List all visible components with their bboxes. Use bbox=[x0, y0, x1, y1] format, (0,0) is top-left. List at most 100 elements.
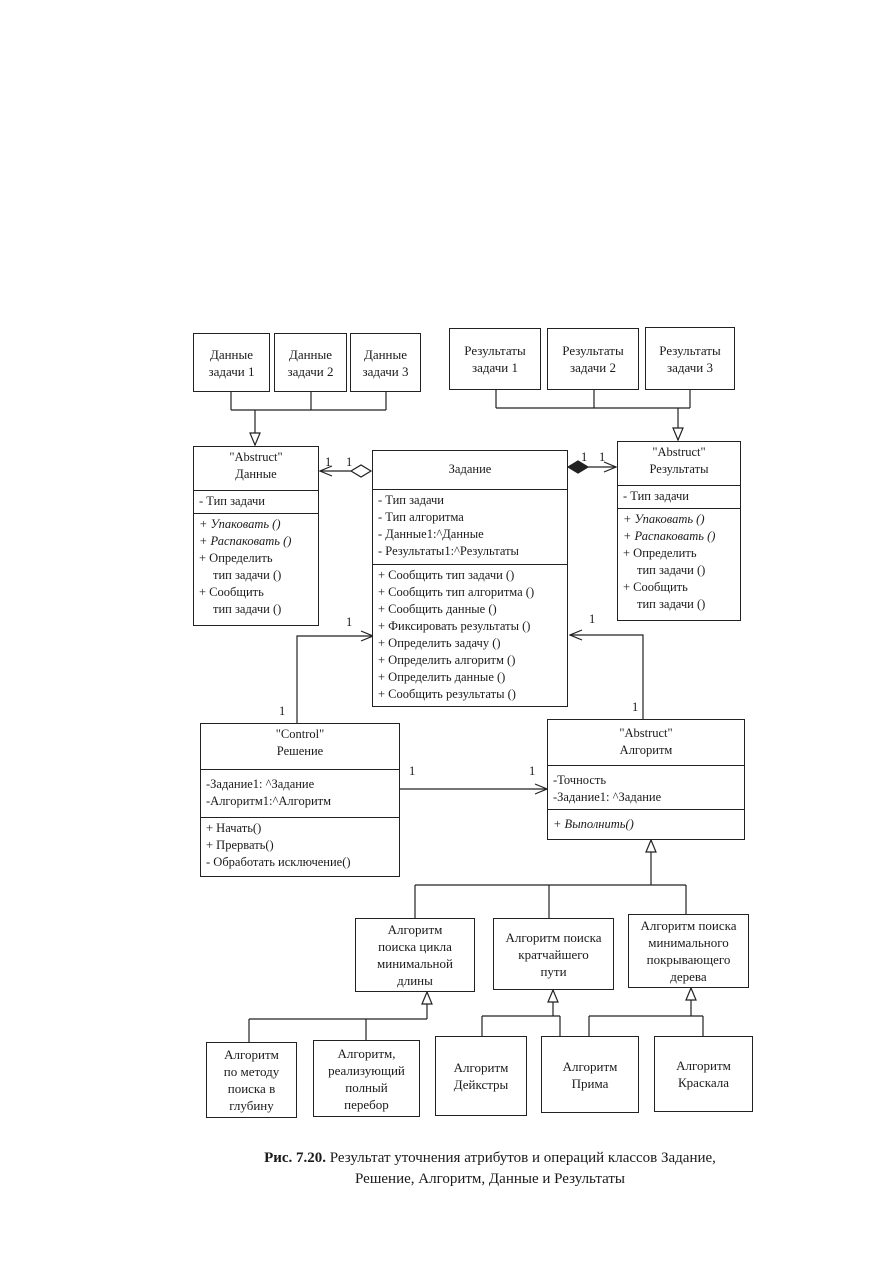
brute-force-algorithm-box: Алгоритм, реализующий полный перебор bbox=[313, 1040, 420, 1117]
data-task-2-box: Данные задачи 2 bbox=[274, 333, 347, 392]
task-class-op-2: + Сообщить данные () bbox=[378, 602, 497, 616]
data-task-3-box: Данные задачи 3 bbox=[350, 333, 421, 392]
algorithm-class-attr-0: -Точность bbox=[553, 773, 607, 787]
multiplicity-algorithm-task-top: 1 bbox=[589, 612, 596, 626]
multiplicity-task-results-right: 1 bbox=[599, 450, 606, 464]
results-class-attr-0: - Тип задачи bbox=[623, 489, 689, 503]
data-task-1-label: Данные задачи 1 bbox=[208, 346, 255, 379]
caption-figure-number: Рис. 7.20. bbox=[264, 1150, 327, 1166]
task-class-attr-0: - Тип задачи bbox=[378, 493, 444, 507]
cycle-search-algorithm-label: Алгоритм поиска цикла минимальной длины bbox=[377, 922, 453, 988]
task-class-name: Задание bbox=[448, 462, 492, 476]
solution-class-op-0: + Начать() bbox=[206, 821, 262, 835]
data-task-3-label: Данные задачи 3 bbox=[362, 346, 409, 379]
solution-class-stereotype: "Control" bbox=[275, 727, 325, 741]
multiplicity-task-results-left: 1 bbox=[581, 450, 588, 464]
result-task-2-box: Результаты задачи 2 bbox=[547, 328, 639, 390]
task-class-op-1: + Сообщить тип алгоритма () bbox=[378, 585, 535, 599]
task-data-aggregation bbox=[320, 464, 373, 478]
algorithm-class-attr-1: -Задание1: ^Задание bbox=[553, 790, 662, 804]
figure-caption: Рис. 7.20. Результат уточнения атрибутов… bbox=[150, 1148, 830, 1190]
multiplicity-data-task-right: 1 bbox=[346, 455, 353, 469]
results-class-stereotype: "Abstruct" bbox=[652, 445, 706, 459]
multiplicity-solution-task-bottom: 1 bbox=[279, 704, 286, 718]
multiplicity-algorithm-task-bottom: 1 bbox=[632, 700, 639, 714]
task-results-composition bbox=[566, 460, 616, 474]
prim-algorithm-label: Алгоритм Прима bbox=[562, 1058, 618, 1091]
data-class: "Abstruct" Данные - Тип задачи + Упакова… bbox=[193, 446, 319, 626]
task-class-op-7: + Сообщить результаты () bbox=[378, 687, 516, 701]
result-task-3-label: Результаты задачи 3 bbox=[659, 342, 721, 375]
multiplicity-solution-task-top: 1 bbox=[346, 615, 353, 629]
spanning-tree-algorithm-box: Алгоритм поиска минимального покрывающег… bbox=[628, 914, 749, 988]
algorithm-task-association bbox=[570, 635, 644, 719]
task-class-op-4: + Определить задачу () bbox=[378, 636, 501, 650]
data-class-stereotype: "Abstruct" bbox=[229, 450, 283, 464]
multiplicity-solution-algorithm-right: 1 bbox=[529, 764, 536, 778]
task-class-op-5: + Определить алгоритм () bbox=[378, 653, 516, 667]
data-class-name: Данные bbox=[235, 467, 277, 481]
dfs-algorithm-box: Алгоритм по методу поиска в глубину bbox=[206, 1042, 297, 1118]
algorithm-class-name: Алгоритм bbox=[619, 743, 673, 757]
shortest-path-generalization-connector bbox=[481, 990, 561, 1036]
shortest-path-algorithm-box: Алгоритм поиска кратчайшего пути bbox=[493, 918, 614, 990]
results-class: "Abstruct" Результаты - Тип задачи + Упа… bbox=[617, 441, 741, 621]
data-class-op-4: + Сообщить bbox=[199, 585, 264, 599]
dijkstra-algorithm-box: Алгоритм Дейкстры bbox=[435, 1036, 527, 1116]
data-class-op-1: + Распаковать () bbox=[199, 534, 292, 548]
result-task-1-box: Результаты задачи 1 bbox=[449, 328, 541, 390]
spanning-tree-generalization-connector bbox=[588, 988, 704, 1036]
algorithm-class-stereotype: "Abstruct" bbox=[619, 726, 673, 740]
result-task-3-box: Результаты задачи 3 bbox=[645, 327, 735, 390]
results-class-op-1: + Распаковать () bbox=[623, 529, 716, 543]
algorithm-generalization-connector bbox=[414, 840, 687, 918]
cycle-search-algorithm-box: Алгоритм поиска цикла минимальной длины bbox=[355, 918, 475, 992]
data-task-2-label: Данные задачи 2 bbox=[287, 346, 334, 379]
data-class-attr-0: - Тип задачи bbox=[199, 494, 265, 508]
data-task-1-box: Данные задачи 1 bbox=[193, 333, 270, 392]
cycle-generalization-connector bbox=[248, 992, 427, 1042]
caption-line-1: Рис. 7.20. Результат уточнения атрибутов… bbox=[150, 1148, 830, 1169]
solution-task-association bbox=[296, 636, 373, 723]
task-class: Задание - Тип задачи - Тип алгоритма - Д… bbox=[372, 450, 568, 707]
kruskal-algorithm-box: Алгоритм Краскала bbox=[654, 1036, 753, 1112]
solution-class: "Control" Решение -Задание1: ^Задание -А… bbox=[200, 723, 400, 877]
solution-class-op-2: - Обработать исключение() bbox=[206, 855, 351, 869]
kruskal-algorithm-label: Алгоритм Краскала bbox=[676, 1058, 731, 1090]
algorithm-class-op-0: + Выполнить() bbox=[553, 817, 634, 831]
results-class-name: Результаты bbox=[649, 462, 709, 476]
data-class-op-2: + Определить bbox=[199, 551, 273, 565]
solution-class-op-1: + Прервать() bbox=[206, 838, 274, 852]
results-class-op-2: + Определить bbox=[623, 546, 697, 560]
multiplicity-solution-algorithm-left: 1 bbox=[409, 764, 416, 778]
result-task-1-label: Результаты задачи 1 bbox=[464, 343, 526, 375]
multiplicity-data-task-left: 1 bbox=[325, 455, 332, 469]
brute-force-algorithm-label: Алгоритм, реализующий полный перебор bbox=[328, 1045, 405, 1112]
results-generalization-connector bbox=[495, 390, 691, 440]
solution-class-attr-1: -Алгоритм1:^Алгоритм bbox=[206, 794, 332, 808]
task-class-op-0: + Сообщить тип задачи () bbox=[378, 568, 515, 582]
results-class-op-5: тип задачи () bbox=[637, 597, 706, 611]
result-task-2-label: Результаты задачи 2 bbox=[562, 343, 624, 375]
spanning-tree-algorithm-label: Алгоритм поиска минимального покрывающег… bbox=[640, 918, 737, 984]
algorithm-class: "Abstruct" Алгоритм -Точность -Задание1:… bbox=[547, 719, 745, 840]
task-class-op-3: + Фиксировать результаты () bbox=[378, 619, 531, 633]
task-class-attr-3: - Результаты1:^Результаты bbox=[378, 544, 519, 558]
dfs-algorithm-label: Алгоритм по методу поиска в глубину bbox=[223, 1047, 280, 1113]
data-class-op-5: тип задачи () bbox=[213, 602, 282, 616]
results-class-op-4: + Сообщить bbox=[623, 580, 688, 594]
data-class-op-3: тип задачи () bbox=[213, 568, 282, 582]
caption-text-1: Результат уточнения атрибутов и операций… bbox=[326, 1150, 716, 1166]
solution-class-attr-0: -Задание1: ^Задание bbox=[206, 777, 315, 791]
prim-algorithm-box: Алгоритм Прима bbox=[541, 1036, 639, 1113]
data-generalization-connector bbox=[230, 392, 387, 445]
results-class-op-3: тип задачи () bbox=[637, 563, 706, 577]
solution-class-name: Решение bbox=[276, 744, 324, 758]
data-class-op-0: + Упаковать () bbox=[199, 517, 281, 531]
caption-text-2: Решение, Алгоритм, Данные и Результаты bbox=[355, 1171, 625, 1187]
shortest-path-algorithm-label: Алгоритм поиска кратчайшего пути bbox=[505, 929, 602, 979]
task-class-op-6: + Определить данные () bbox=[378, 670, 506, 684]
task-class-attr-1: - Тип алгоритма bbox=[378, 510, 464, 524]
results-class-op-0: + Упаковать () bbox=[623, 512, 705, 526]
